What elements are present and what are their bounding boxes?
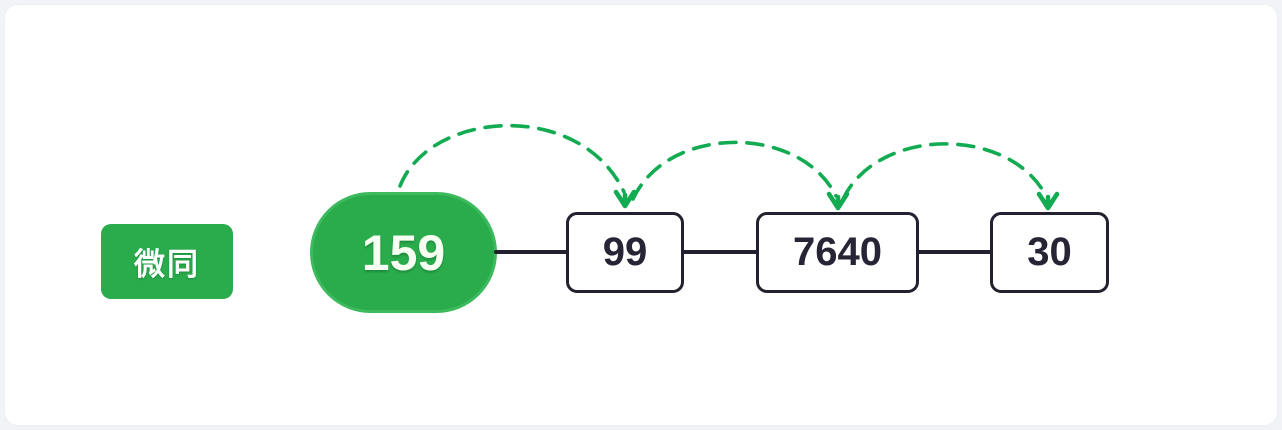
- solid-link-2: [681, 250, 759, 254]
- list-head-node: 159: [310, 192, 497, 313]
- watermark-badge: 微同: [101, 224, 233, 299]
- solid-link-1: [494, 250, 569, 254]
- solid-link-3: [916, 250, 993, 254]
- list-node: 30: [990, 212, 1109, 293]
- list-node: 7640: [756, 212, 919, 293]
- list-node: 99: [566, 212, 684, 293]
